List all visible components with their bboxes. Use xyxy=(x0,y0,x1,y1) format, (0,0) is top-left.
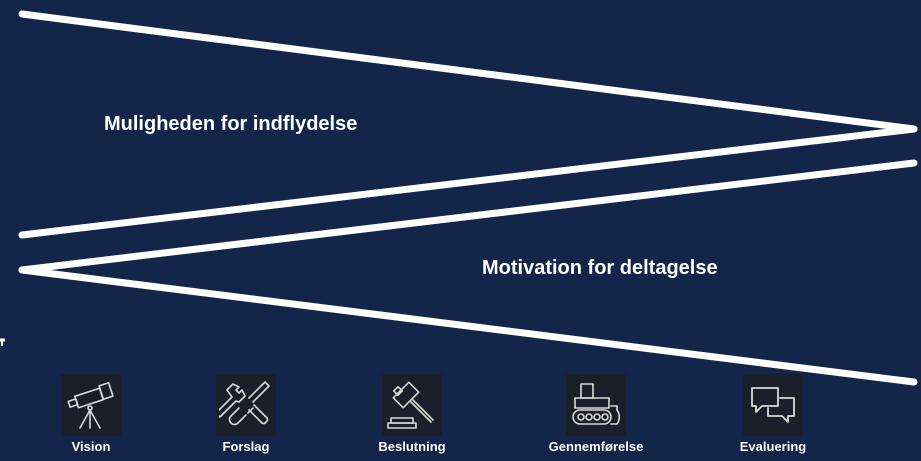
telescope-icon xyxy=(61,374,121,436)
stage-gennemforelse: Gennemførelse xyxy=(526,374,666,461)
stage-label: Beslutning xyxy=(378,439,446,454)
motivation-label: Motivation for deltagelse xyxy=(482,257,718,279)
tools-icon xyxy=(216,374,276,436)
stage-evaluering: Evaluering xyxy=(703,374,843,461)
bulldozer-icon xyxy=(566,374,626,436)
speech-bubbles-icon xyxy=(743,374,803,436)
influence-label: Muligheden for indflydelse xyxy=(104,113,358,135)
gavel-icon xyxy=(382,374,442,436)
motivation-bottom-line xyxy=(18,266,918,386)
stage-vision: Vision xyxy=(21,374,161,461)
stage-label: Vision xyxy=(71,439,111,454)
stage-label: Forslag xyxy=(222,439,270,454)
influence-bottom-line xyxy=(18,125,918,239)
influence-top-line xyxy=(18,10,918,133)
stage-label: Evaluering xyxy=(739,439,807,454)
stage-label: Gennemførelse xyxy=(548,439,644,454)
motivation-top-line xyxy=(18,159,918,274)
stage-forslag: Forslag xyxy=(176,374,316,461)
stage-beslutning: Beslutning xyxy=(342,374,482,461)
